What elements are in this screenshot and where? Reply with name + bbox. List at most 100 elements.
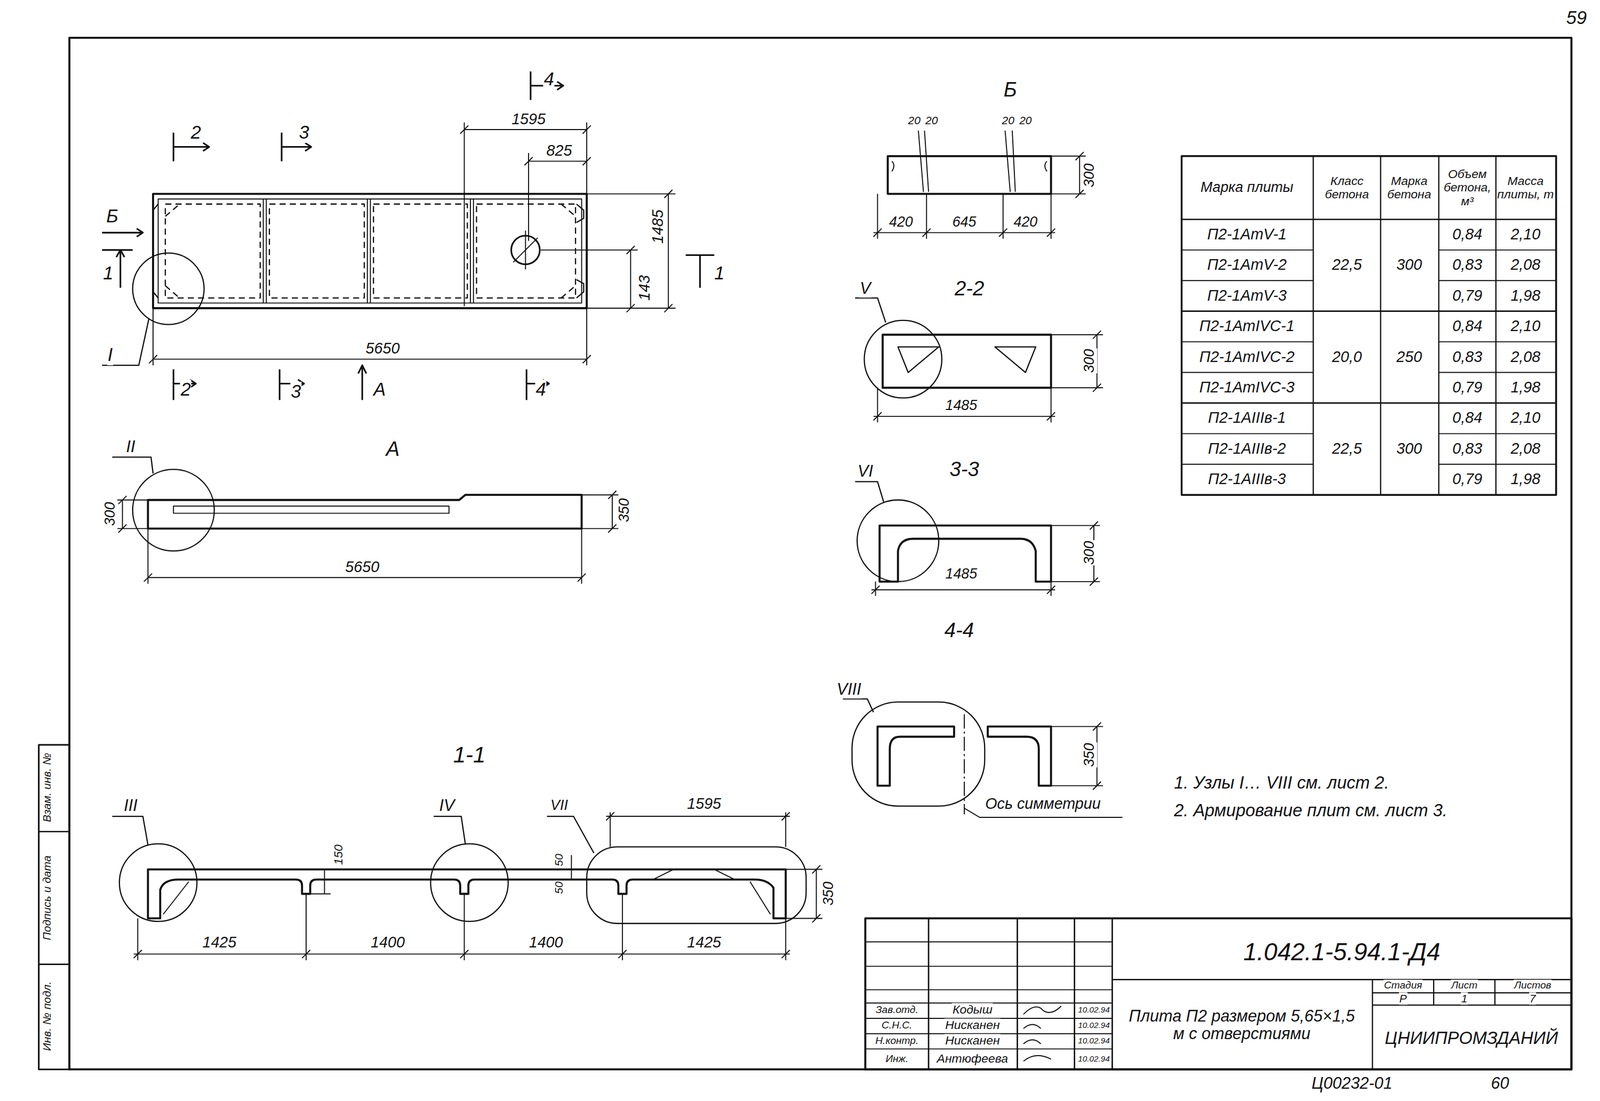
callout-number: VII (549, 798, 569, 814)
dimension: 1595 (510, 110, 547, 128)
plan-view-stroke (148, 308, 591, 366)
plan-view-stroke (263, 198, 474, 303)
title-block-text: Н.контр. (874, 1035, 919, 1047)
dimension: 20 (907, 114, 922, 127)
table-cell: 0,83 (1451, 348, 1483, 366)
dimension: 300 (1082, 163, 1098, 189)
side-view-stroke (581, 491, 619, 533)
table-cell: 22,5 (1331, 440, 1363, 458)
section-3-3-stroke (1051, 521, 1101, 587)
table-cell: 0,84 (1451, 317, 1483, 335)
page-number: 59 (1565, 8, 1588, 29)
side-view-stroke (144, 528, 586, 584)
title-block-text: 10.02.94 (1077, 1054, 1111, 1064)
section-2-2-stroke (1051, 330, 1104, 392)
title-block-stroke (865, 941, 1112, 1050)
title-block-text: Зав.отд. (875, 1004, 919, 1016)
table-cell: П2-1АтIVС-1 (1198, 317, 1296, 335)
plan-view-stroke (358, 365, 367, 400)
side-view-stroke (132, 469, 215, 551)
table-cell: П2-1АIIIв-3 (1207, 470, 1287, 488)
section-1-1-stroke (119, 844, 197, 922)
table-cell: 300 (1395, 440, 1423, 458)
plan-view-stroke (101, 250, 133, 288)
note: 2. Армирование плит см. лист 3. (1173, 801, 1448, 821)
view-title: 3-3 (948, 458, 980, 481)
table-cell: 22,5 (1331, 257, 1363, 275)
title-block-text: Р (1398, 993, 1408, 1006)
plan-view-stroke (685, 254, 715, 288)
table-cell: 1,98 (1509, 470, 1541, 488)
note: 1. Узлы I… VIII см. лист 2. (1173, 773, 1390, 794)
dimension: 300 (102, 501, 118, 527)
view-title: 4-4 (944, 619, 975, 642)
view-title: А (385, 437, 401, 461)
section-2-2-stroke (864, 320, 942, 398)
table-cell: П2-1АтV-3 (1206, 287, 1288, 305)
plan-view (101, 71, 715, 400)
section-1-1-stroke (586, 846, 806, 924)
dimension: 300 (1082, 540, 1098, 566)
plan-view-stroke (524, 153, 591, 242)
dimension: 1485 (945, 398, 979, 414)
dimension: 1400 (370, 934, 406, 952)
title-block-text: Нисканен (944, 1034, 1000, 1048)
table-grid-stroke (1181, 156, 1557, 495)
dimension: 825 (546, 142, 573, 160)
plan-view-stroke (101, 228, 143, 237)
section-mark: 3 (290, 381, 302, 403)
plan-view-stroke (526, 369, 549, 400)
plan-view-stroke (540, 245, 638, 312)
section-4-4-stroke (842, 699, 874, 713)
title-block-text: С.Н.С. (881, 1019, 913, 1031)
dimension: 1425 (201, 934, 237, 952)
title-block-stroke (1112, 979, 1572, 1070)
callout-number: VIII (836, 681, 862, 700)
section-mark: 4 (543, 69, 555, 90)
title-block-text: Листов (1513, 980, 1552, 992)
title-block-text: Нисканен (944, 1018, 1000, 1032)
dimension: 300 (1082, 348, 1098, 374)
section-4-4-stroke (877, 726, 954, 787)
dimension: 1485 (649, 209, 667, 245)
side-view (112, 457, 619, 584)
section-3-3-stroke (854, 481, 884, 502)
section-1-1-stroke (112, 816, 594, 854)
dimension: 1400 (528, 934, 564, 952)
section-mark: 1 (713, 263, 725, 284)
side-view-stroke (112, 457, 154, 474)
plan-view-stroke (158, 198, 582, 303)
dimension: 420 (888, 214, 914, 230)
section-3-3-stroke (857, 500, 939, 582)
title-block-text: 10.02.94 (1077, 1020, 1111, 1030)
dimension: 20 (1018, 114, 1032, 127)
title-block-text: Антюфеева (936, 1052, 1009, 1066)
section-1-1-stroke (133, 950, 790, 959)
table-header: Марка бетона (1381, 174, 1438, 202)
callout-number: I (107, 345, 114, 366)
title-block-text: 10.02.94 (1077, 1036, 1111, 1046)
table-grid (1181, 156, 1557, 495)
section-4-4-stroke (1051, 722, 1104, 790)
dimension: 645 (952, 214, 978, 230)
drawing-stroke (38, 37, 1572, 1070)
dimension: 350 (616, 497, 632, 523)
section-2-2-stroke (873, 387, 1056, 423)
section-2-2 (854, 298, 1103, 423)
dimension: 143 (636, 274, 654, 302)
plan-view-stroke (153, 194, 587, 309)
callout-number: IV (438, 797, 456, 816)
section-mark: 1 (102, 263, 114, 284)
table-cell: 2,10 (1509, 226, 1541, 244)
section-2-2-stroke (854, 298, 886, 323)
view-title: 1-1 (452, 742, 487, 768)
plan-view-stroke (153, 204, 159, 299)
section-3-3 (854, 481, 1100, 596)
section-1-1-stroke (785, 865, 823, 923)
end-view-stroke (891, 161, 1047, 172)
title-block-text: 1 (1460, 993, 1469, 1006)
plan-view-stroke-stroke (165, 204, 261, 299)
table-cell: 250 (1395, 348, 1423, 366)
dimension: 50 (553, 881, 566, 895)
end-view-stroke (873, 194, 1056, 239)
